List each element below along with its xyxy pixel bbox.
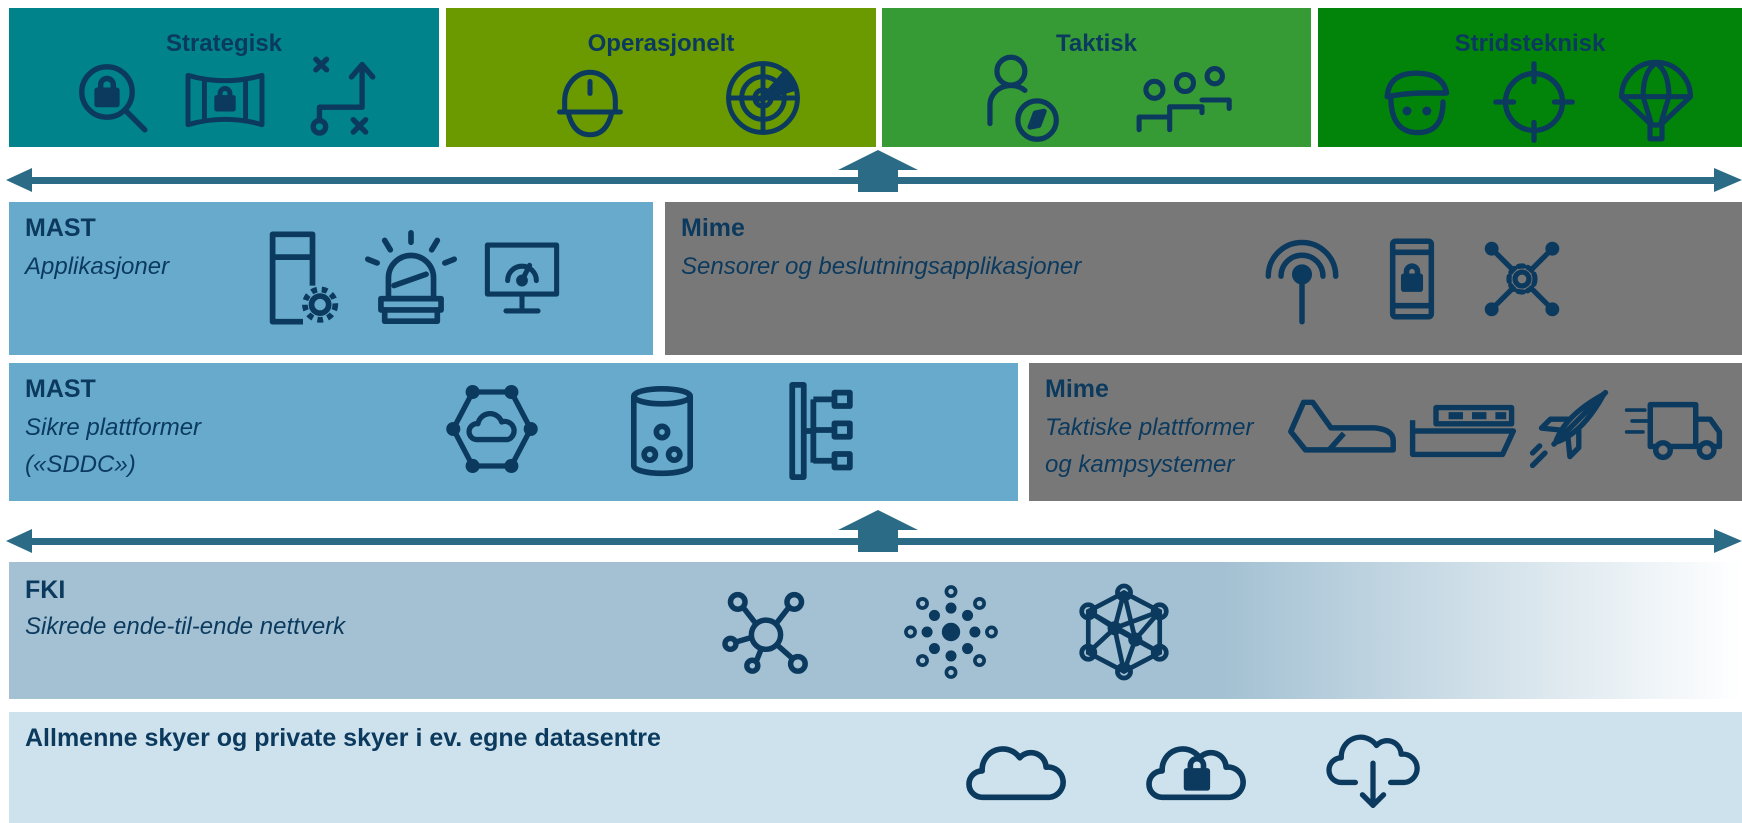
level-title: Stridsteknisk [1454, 30, 1606, 57]
up-arrow-icon [838, 150, 918, 192]
block-title: MAST [25, 214, 96, 242]
level-title: Operasjonelt [587, 30, 735, 57]
airplane-icon [1287, 395, 1397, 459]
block-subtitle: Applikasjoner [25, 253, 170, 280]
cloud-block: Allmenne skyer og private skyer i ev. eg… [9, 712, 1742, 823]
mime-sensors-block: Mime Sensorer og beslutningsapplikasjone… [665, 202, 1742, 355]
level-title: Taktisk [1056, 30, 1137, 57]
mast-platforms-block: MAST Sikre plattformer («SDDC») [9, 363, 1018, 501]
mesh-network-icon [1077, 583, 1171, 681]
network-hub-icon [722, 590, 808, 674]
level-title: Strategisk [165, 30, 283, 57]
server-gear-icon [265, 230, 341, 326]
dot-burst-icon [904, 584, 998, 680]
crosshair-icon [1493, 60, 1575, 144]
level-operasjonelt: Operasjonelt [446, 8, 876, 147]
parachute-icon [1616, 58, 1696, 144]
database-icon [629, 385, 695, 479]
block-subtitle: Taktiske plattformer [1045, 414, 1254, 441]
phone-lock-icon [1389, 236, 1435, 322]
block-title: Allmenne skyer og private skyer i ev. eg… [25, 724, 661, 752]
person-compass-icon [984, 52, 1064, 148]
block-subtitle: Sikrede ende-til-ende nettverk [25, 613, 346, 640]
soldier-icon [1380, 66, 1452, 138]
block-title: Mime [1045, 375, 1109, 403]
antenna-icon [1261, 230, 1343, 326]
block-subtitle-2: og kampsystemer [1045, 451, 1235, 478]
lower-double-arrow [6, 510, 1742, 553]
level-taktisk: Taktisk [882, 8, 1311, 147]
cloud-download-icon [1326, 728, 1420, 814]
truck-icon [1623, 399, 1723, 463]
search-lock-icon [71, 56, 161, 146]
radar-icon [722, 56, 804, 140]
level-stridsteknisk: Stridsteknisk [1318, 8, 1742, 147]
mime-platforms-block: Mime Taktiske plattformer og kampsysteme… [1029, 363, 1742, 501]
firewall-routing-icon [787, 382, 857, 480]
block-subtitle: Sikre plattformer [25, 414, 202, 441]
block-subtitle-2: («SDDC») [25, 451, 136, 478]
ship-icon [1409, 403, 1517, 459]
rocket-icon [1529, 389, 1609, 469]
monitor-gauge-icon [483, 240, 561, 316]
network-gear-icon [1483, 238, 1561, 320]
cloud-lock-icon [1146, 734, 1246, 806]
cloud-hexagon-icon [446, 385, 538, 473]
up-arrow-icon [838, 510, 918, 552]
upper-double-arrow [6, 150, 1742, 192]
block-title: FKI [25, 576, 66, 604]
group-people-icon [1134, 66, 1236, 134]
block-title: Mime [681, 214, 745, 242]
panorama-lock-icon [183, 63, 267, 137]
cloud-icon [966, 734, 1066, 806]
block-subtitle: Sensorer og beslutningsapplikasjoner [681, 253, 1082, 280]
tactics-plan-icon [307, 48, 387, 138]
pilot-helmet-icon [554, 63, 626, 139]
mast-applications-block: MAST Applikasjoner [9, 202, 653, 355]
alarm-light-icon [364, 230, 458, 326]
fki-block: FKI Sikrede ende-til-ende nettverk [9, 562, 1742, 699]
level-strategisk: Strategisk [9, 8, 439, 147]
block-title: MAST [25, 375, 96, 403]
